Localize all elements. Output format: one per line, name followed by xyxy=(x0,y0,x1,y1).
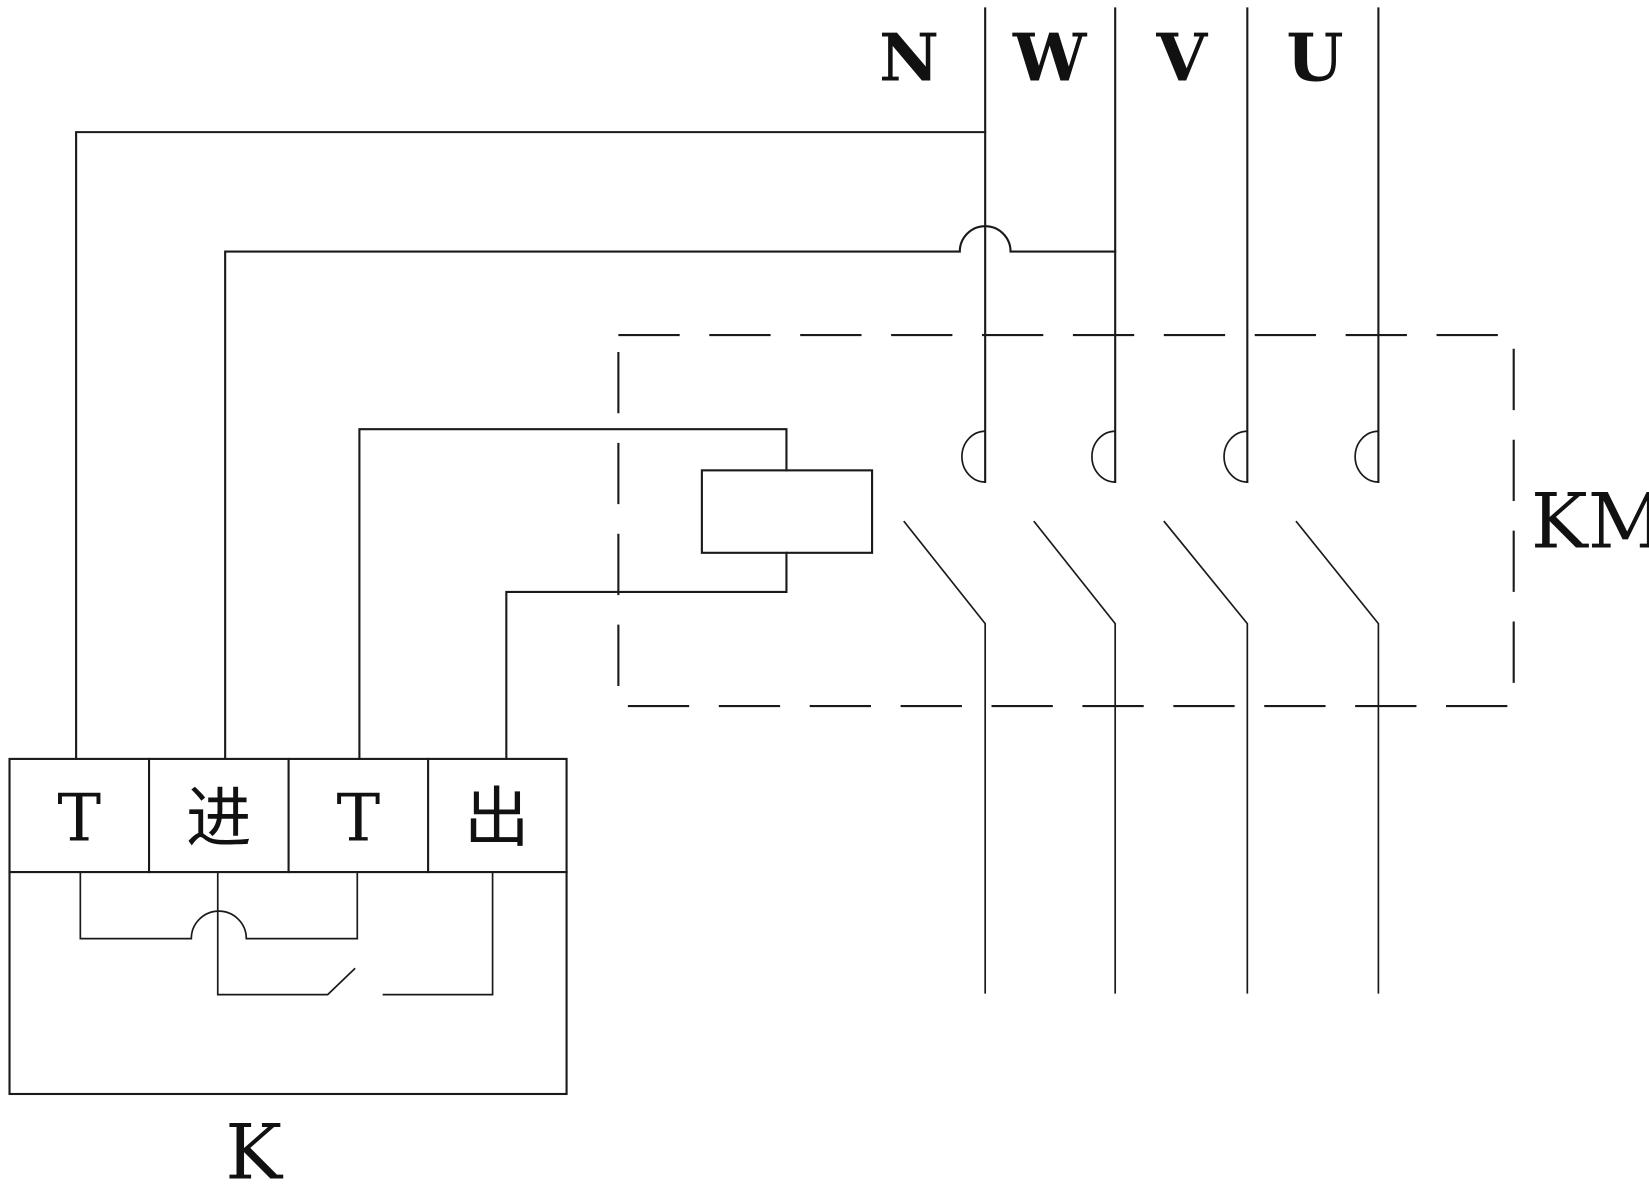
main-contact-n xyxy=(903,520,987,994)
bus-label-w: W xyxy=(1012,19,1088,96)
controller-k-cell-dividers xyxy=(147,757,430,874)
bus-line-n xyxy=(961,7,987,484)
bus-line-u xyxy=(1354,7,1380,484)
terminal-t1-label: T xyxy=(57,780,101,856)
wire-w-to-in xyxy=(224,225,1117,760)
internal-switch xyxy=(216,872,494,996)
internal-t-link xyxy=(79,872,359,940)
bus-label-v: V xyxy=(1155,19,1208,96)
terminal-t2-label: T xyxy=(336,780,380,856)
main-contact-u xyxy=(1295,520,1380,994)
wire-t2-to-coil xyxy=(358,428,788,760)
contactor-coil xyxy=(700,469,874,554)
main-contact-v xyxy=(1163,520,1249,994)
bus-line-v xyxy=(1223,7,1249,484)
wire-n-to-t1 xyxy=(75,131,987,760)
wire-coil-to-out xyxy=(505,551,788,760)
controller-k: T 进 T 出 xyxy=(8,757,568,1096)
bus-label-u: U xyxy=(1286,19,1343,96)
contactor-km-label: KM xyxy=(1531,477,1649,566)
bus-label-n: N xyxy=(879,19,939,96)
terminal-out-label: 出 xyxy=(464,780,530,856)
bus-line-w xyxy=(1091,7,1117,484)
terminal-in-label: 进 xyxy=(186,780,252,856)
main-contact-w xyxy=(1033,520,1117,994)
controller-k-label: K xyxy=(225,1108,283,1187)
